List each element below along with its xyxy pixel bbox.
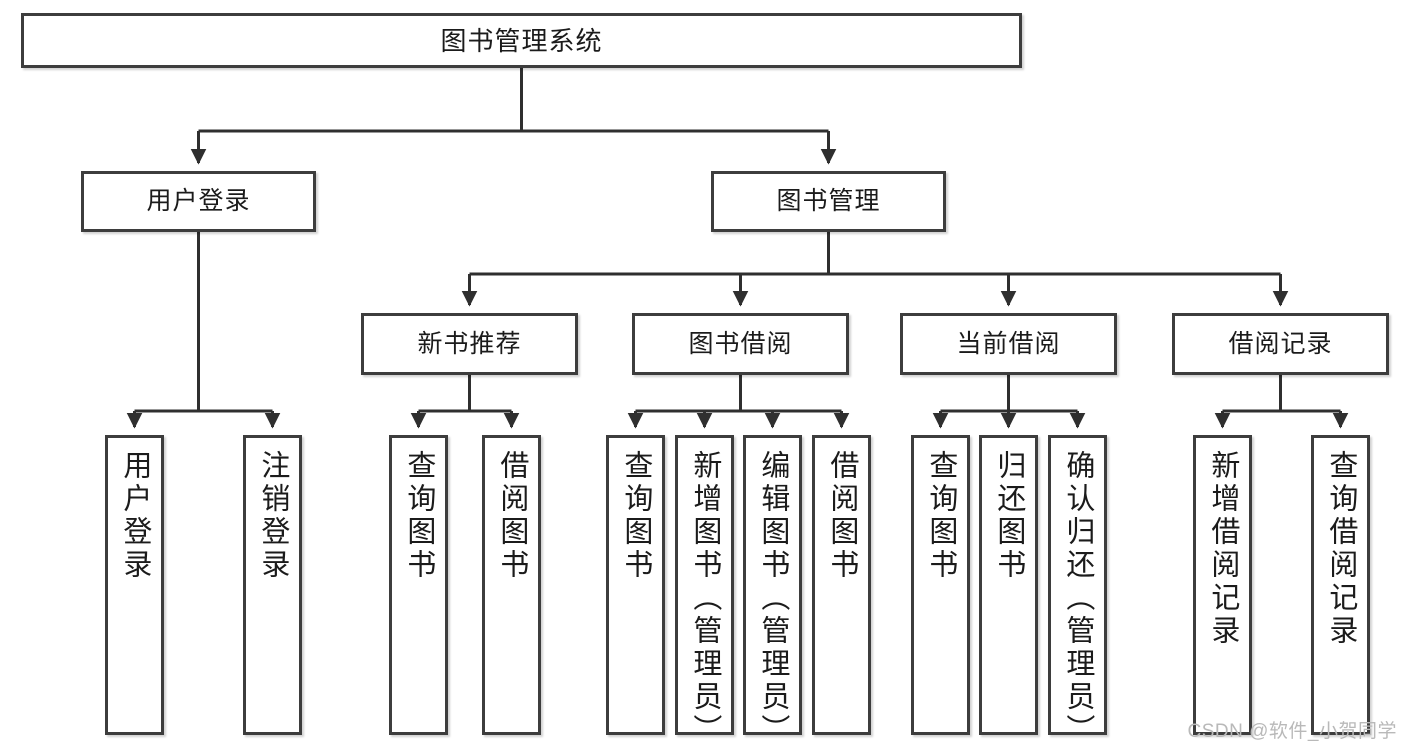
node-label: 借阅记录 xyxy=(1228,329,1333,358)
node-label: 确认归还（管理员） xyxy=(1061,450,1094,747)
leaf-new-book-query[interactable]: 查询图书 xyxy=(389,435,448,735)
leaf-current-borrow-return[interactable]: 归还图书 xyxy=(979,435,1038,735)
node-new-book-recommend[interactable]: 新书推荐 xyxy=(361,313,578,375)
node-label: 用户登录 xyxy=(118,450,151,582)
csdn-watermark: CSDN @软件_小贺同学 xyxy=(1187,721,1397,742)
node-label: 用户登录 xyxy=(146,187,251,215)
leaf-book-borrow-edit-admin[interactable]: 编辑图书（管理员） xyxy=(743,435,802,747)
node-label: 查询借阅记录 xyxy=(1324,450,1357,648)
node-label: 新增图书（管理员） xyxy=(688,450,721,747)
node-label: 归还图书 xyxy=(992,450,1025,582)
leaf-borrow-record-query[interactable]: 查询借阅记录 xyxy=(1311,435,1370,735)
node-label: 借阅图书 xyxy=(495,450,528,582)
node-book-borrow[interactable]: 图书借阅 xyxy=(632,313,849,375)
node-label: 图书管理 xyxy=(776,187,881,215)
node-label: 新书推荐 xyxy=(417,329,522,358)
node-label: 当前借阅 xyxy=(956,329,1061,358)
node-label: 图书借阅 xyxy=(688,329,793,358)
node-label: 新增借阅记录 xyxy=(1206,450,1239,648)
leaf-current-borrow-query[interactable]: 查询图书 xyxy=(911,435,970,735)
node-label: 图书管理系统 xyxy=(440,25,603,56)
node-book-management[interactable]: 图书管理 xyxy=(711,171,946,232)
node-label: 借阅图书 xyxy=(825,450,858,582)
node-user-login[interactable]: 用户登录 xyxy=(81,171,316,232)
node-label: 编辑图书（管理员） xyxy=(756,450,789,747)
node-borrow-record[interactable]: 借阅记录 xyxy=(1172,313,1389,375)
node-label: 查询图书 xyxy=(924,450,957,582)
leaf-user-login-logout[interactable]: 注销登录 xyxy=(243,435,302,735)
leaf-book-borrow-add-admin[interactable]: 新增图书（管理员） xyxy=(675,435,734,747)
node-label: 注销登录 xyxy=(256,450,289,582)
node-root-book-management-system[interactable]: 图书管理系统 xyxy=(21,13,1022,68)
leaf-book-borrow-borrow[interactable]: 借阅图书 xyxy=(812,435,871,735)
node-label: 查询图书 xyxy=(402,450,435,582)
node-label: 查询图书 xyxy=(619,450,652,582)
leaf-book-borrow-query[interactable]: 查询图书 xyxy=(606,435,665,735)
node-current-borrow[interactable]: 当前借阅 xyxy=(900,313,1117,375)
leaf-borrow-record-add[interactable]: 新增借阅记录 xyxy=(1193,435,1252,735)
leaf-new-book-borrow[interactable]: 借阅图书 xyxy=(482,435,541,735)
leaf-current-borrow-confirm-admin[interactable]: 确认归还（管理员） xyxy=(1048,435,1107,747)
leaf-user-login-login[interactable]: 用户登录 xyxy=(105,435,164,735)
